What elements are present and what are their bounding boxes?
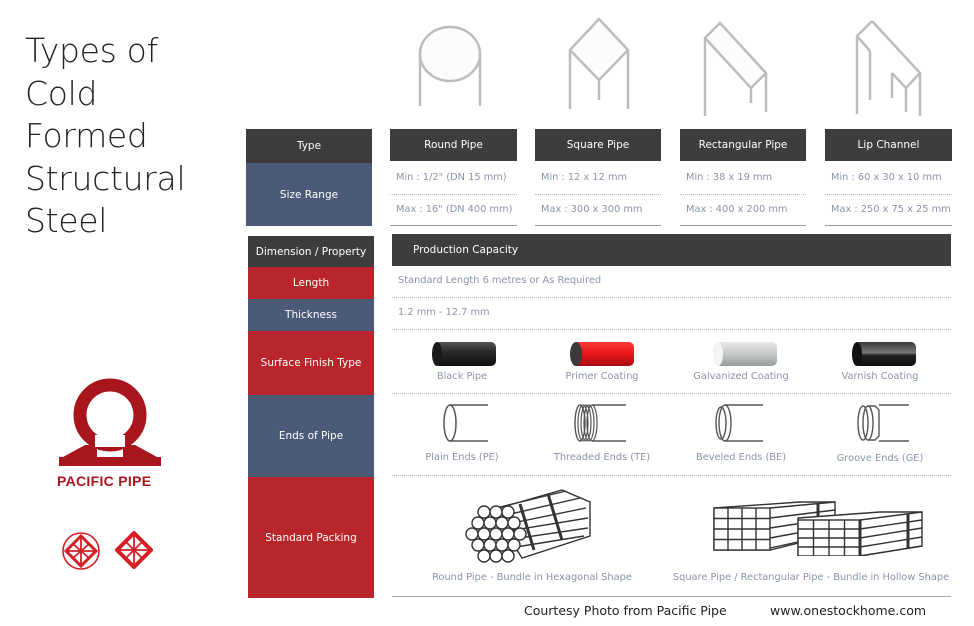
divider — [392, 329, 951, 330]
hollow-bundle-icon — [713, 501, 923, 556]
bottom-divider — [392, 596, 951, 597]
thickness-value: 1.2 mm - 12.7 mm — [398, 307, 490, 318]
type-lip-channel: Lip Channel — [825, 129, 952, 161]
rectangular-pipe-shape-icon — [703, 21, 768, 116]
hexagonal-bundle-icon — [465, 489, 591, 563]
type-rectangular-pipe: Rectangular Pipe — [680, 129, 806, 161]
beveled-ends-icon — [715, 404, 763, 442]
production-capacity-header: Production Capacity — [392, 234, 951, 266]
divider — [535, 194, 661, 195]
lip-channel-max: Max : 250 x 75 x 25 mm — [831, 204, 951, 215]
surface-finish-label: Surface Finish Type — [248, 331, 374, 395]
divider — [825, 194, 952, 195]
size-range-header: Size Range — [246, 163, 372, 226]
divider — [392, 475, 951, 476]
length-label: Length — [248, 267, 374, 299]
surface-black-pipe-label: Black Pipe — [436, 371, 488, 382]
certification-diamond-icon — [115, 531, 153, 569]
divider — [535, 225, 661, 226]
round-pipe-shape-icon — [418, 25, 482, 106]
round-pipe-max: Max : 16" (DN 400 mm) — [396, 204, 513, 215]
beveled-ends-label: Beveled Ends (BE) — [695, 452, 787, 463]
divider — [825, 225, 952, 226]
divider — [680, 225, 806, 226]
title-line: Steel — [25, 201, 108, 240]
title-line: Structural — [25, 158, 186, 198]
title-line: Types of — [25, 31, 158, 70]
primer-coating-pipe-icon — [570, 342, 634, 366]
courtesy-credit: Courtesy Photo from Pacific Pipe — [524, 603, 727, 618]
website-link[interactable]: www.onestockhome.com — [770, 603, 927, 618]
surface-galvanized-coating-label: Galvanized Coating — [693, 371, 789, 382]
plain-ends-label: Plain Ends (PE) — [425, 452, 499, 463]
lip-channel-min: Min : 60 x 30 x 10 mm — [831, 172, 942, 183]
groove-ends-label: Groove Ends (GE) — [836, 453, 924, 464]
standard-packing-label: Standard Packing — [248, 477, 374, 598]
round-pipe-min: Min : 1/2" (DN 15 mm) — [396, 172, 507, 183]
surface-varnish-coating-label: Varnish Coating — [841, 371, 919, 382]
divider — [680, 194, 806, 195]
black-pipe-icon — [432, 342, 496, 366]
galvanized-coating-pipe-icon — [713, 342, 777, 366]
type-header: Type — [246, 129, 372, 163]
dimension-property-header: Dimension / Property — [248, 236, 374, 267]
divider — [390, 225, 517, 226]
lip-channel-shape-icon — [855, 20, 922, 116]
plain-ends-icon — [443, 404, 488, 442]
page-title: Types of Cold Formed Structural Steel — [25, 30, 225, 243]
divider — [392, 393, 951, 394]
rectangular-pipe-min: Min : 38 x 19 mm — [686, 172, 773, 183]
square-pipe-min: Min : 12 x 12 mm — [541, 172, 628, 183]
pacific-pipe-logo-icon — [59, 378, 161, 466]
rectangular-pipe-max: Max : 400 x 200 mm — [686, 204, 788, 215]
square-pipe-shape-icon — [568, 17, 630, 109]
surface-primer-coating-label: Primer Coating — [565, 371, 639, 382]
divider — [392, 297, 951, 298]
brand-name: PACIFIC PIPE — [57, 473, 152, 489]
title-line: Cold — [25, 73, 98, 113]
certification-circle-icon — [62, 532, 100, 570]
ends-of-pipe-label: Ends of Pipe — [248, 395, 374, 477]
varnish-coating-pipe-icon — [852, 342, 916, 366]
square-pipe-max: Max : 300 x 300 mm — [541, 204, 643, 215]
threaded-ends-label: Threaded Ends (TE) — [553, 452, 651, 463]
packing-hollow-label: Square Pipe / Rectangular Pipe - Bundle … — [672, 572, 950, 583]
type-round-pipe: Round Pipe — [390, 129, 517, 161]
packing-hexagonal-label: Round Pipe - Bundle in Hexagonal Shape — [432, 572, 632, 583]
groove-ends-icon — [857, 404, 909, 442]
length-value: Standard Length 6 metres or As Required — [398, 275, 602, 286]
divider — [390, 194, 517, 195]
type-square-pipe: Square Pipe — [535, 129, 661, 161]
title-line: Formed — [25, 116, 148, 155]
threaded-ends-icon — [574, 404, 626, 442]
thickness-label: Thickness — [248, 299, 374, 331]
production-capacity-label: Production Capacity — [413, 244, 519, 256]
